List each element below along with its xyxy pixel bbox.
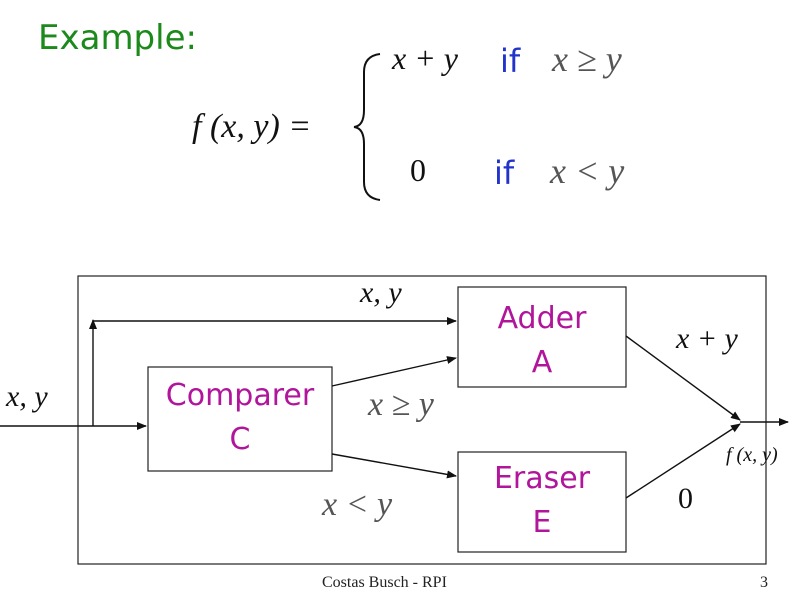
formula-lhs: f (x, y) = xyxy=(192,108,312,145)
case1-value: x + y xyxy=(392,40,458,76)
input-label: x, y xyxy=(6,380,48,413)
cond-lt-label: x < y xyxy=(322,486,393,523)
adder-output-wire xyxy=(625,335,741,421)
eraser-letter: E xyxy=(532,505,552,540)
case1-condition: x ≥ y xyxy=(552,39,622,79)
page-number: 3 xyxy=(760,574,768,591)
comparer-label: Comparer C xyxy=(148,374,332,462)
eraser-out-label: 0 xyxy=(678,482,693,515)
case2-condition: x < y xyxy=(550,151,625,191)
case2-keyword: if xyxy=(494,154,515,192)
eraser-name: Eraser xyxy=(493,461,591,496)
comparer-to-eraser-wire xyxy=(331,453,457,479)
outer-frame xyxy=(77,275,767,565)
footer-author: Costas Busch - RPI xyxy=(322,574,447,591)
eraser-label: Eraser E xyxy=(458,457,626,545)
comparer-box xyxy=(147,366,333,472)
comparer-letter: C xyxy=(229,422,251,457)
heading: Example: xyxy=(38,18,197,58)
output-label: f (x, y) xyxy=(726,444,778,466)
adder-box xyxy=(457,286,627,388)
eraser-output-wire xyxy=(625,423,741,499)
comparer-name: Comparer xyxy=(165,378,315,413)
eraser-box xyxy=(457,451,627,553)
adder-label: Adder A xyxy=(458,297,626,385)
adder-out-label: x + y xyxy=(676,322,738,355)
case1-keyword: if xyxy=(500,42,521,80)
top-wire-label: x, y xyxy=(360,276,402,309)
case2-value: 0 xyxy=(410,152,426,188)
left-brace xyxy=(353,53,381,201)
cond-ge-label: x ≥ y xyxy=(368,386,434,423)
adder-name: Adder xyxy=(497,301,587,336)
comparer-to-adder-wire xyxy=(331,356,457,387)
adder-letter: A xyxy=(531,345,553,380)
